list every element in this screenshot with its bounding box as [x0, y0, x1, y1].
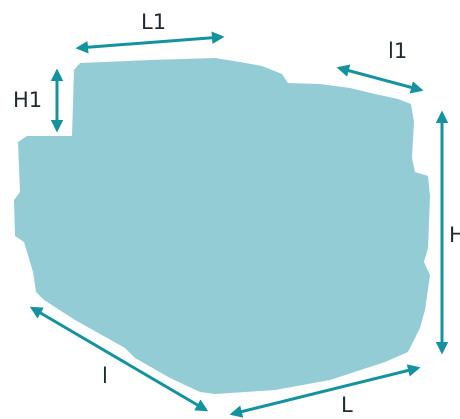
l1-dimension-arrow [336, 64, 424, 94]
L-dimension-arrow [229, 364, 421, 418]
L-label: L [341, 393, 353, 417]
L1-label: L1 [141, 10, 166, 34]
l-label: l [102, 364, 108, 388]
l1-label: l1 [388, 39, 407, 63]
object-silhouette [14, 58, 430, 394]
H-label: H [449, 223, 460, 247]
H1-label: H1 [13, 88, 42, 112]
l-dimension-arrow [29, 306, 209, 412]
L1-dimension-arrow [75, 31, 225, 54]
